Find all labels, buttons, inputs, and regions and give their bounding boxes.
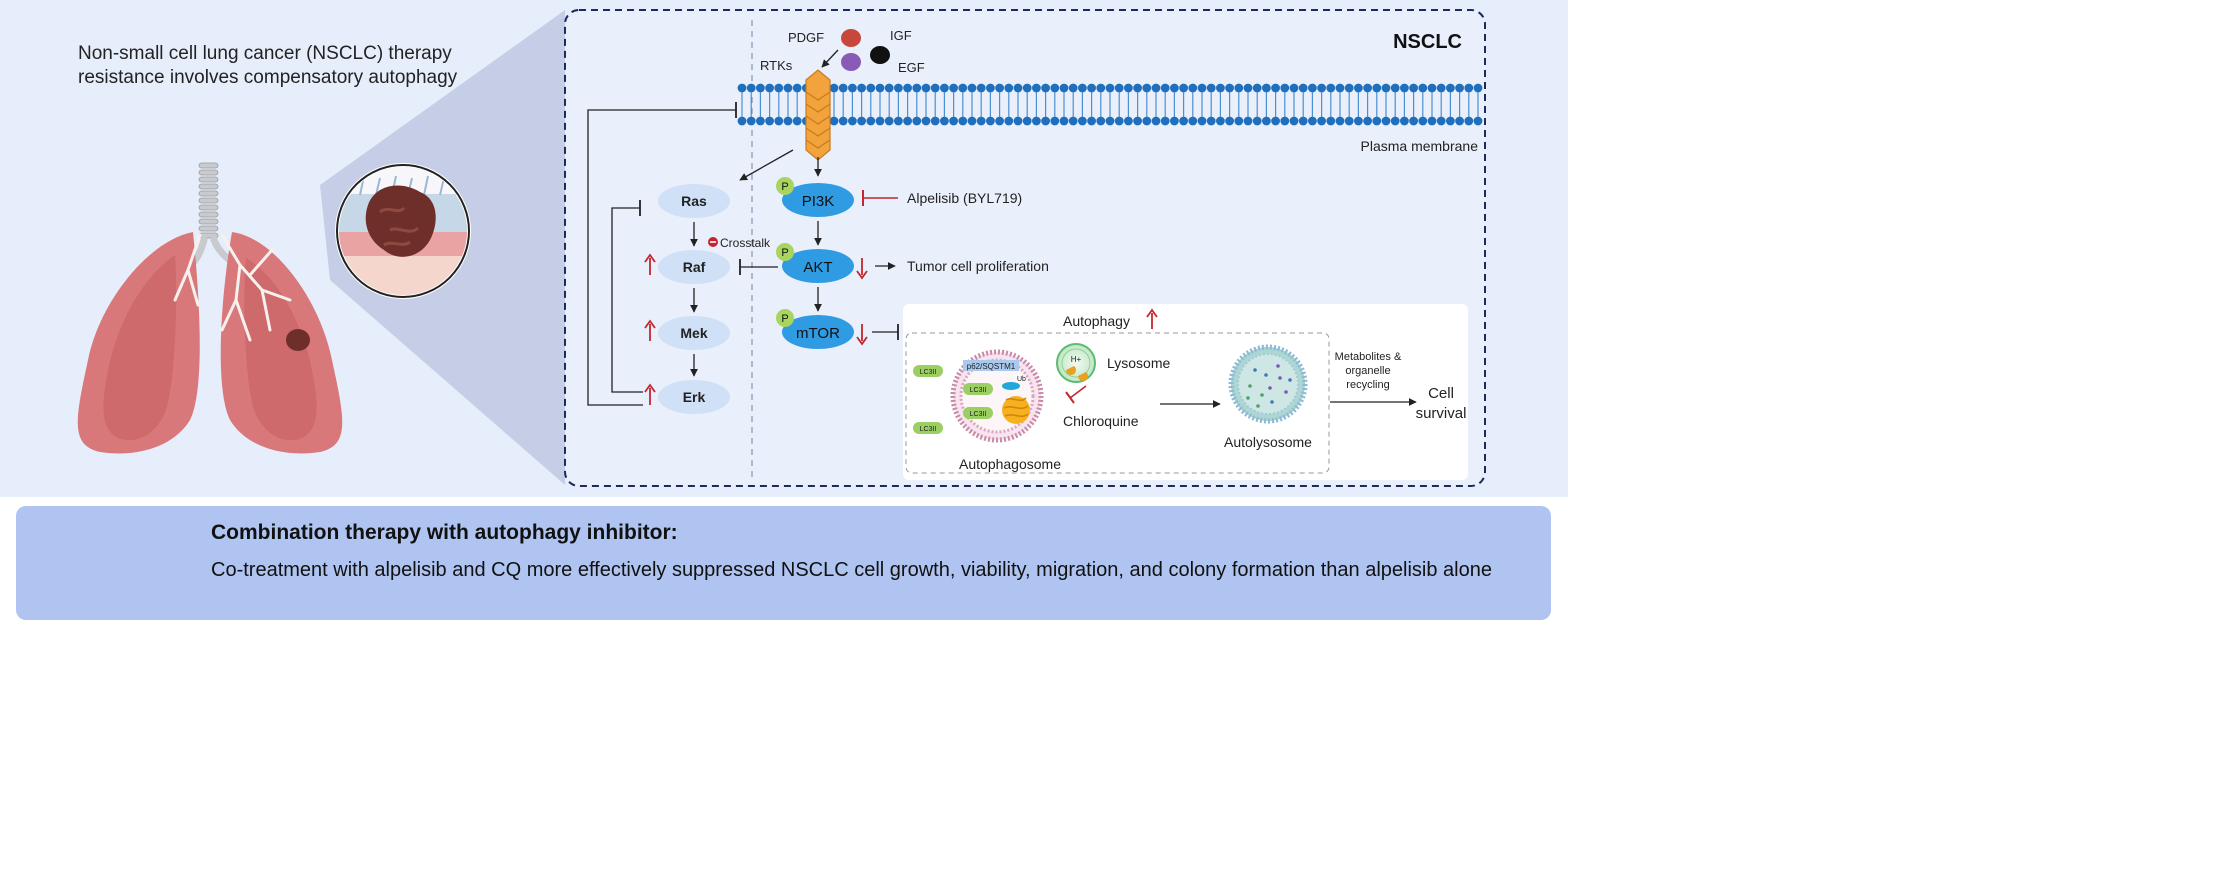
mek-up-arrow [644,319,656,341]
akt-phospho: P [776,243,794,261]
pi3k-phospho: P [776,177,794,195]
svg-text:LC3II: LC3II [970,411,987,418]
igf-label: IGF [890,28,912,43]
ras-node: Ras [658,184,730,218]
svg-text:LC3II: LC3II [970,387,987,394]
pi3k-node: PI3K [782,183,854,217]
svg-text:LC3II: LC3II [920,369,937,376]
svg-text:Ras: Ras [681,193,707,209]
erk-node: Erk [658,380,730,414]
svg-text:H+: H+ [1071,355,1082,364]
lc3-outer-1: LC3II [913,365,943,377]
tumor-spot [286,329,310,351]
egf-label: EGF [898,60,925,75]
raf-up-arrow [644,253,656,275]
bottom-text: Co-treatment with alpelisib and CQ more … [211,559,1492,581]
recycling-line-1: Metabolites & [1335,351,1402,363]
ub-label: Ub [1017,376,1026,383]
autolysosome-label: Autolysosome [1224,434,1312,450]
lc3-inner-1: LC3II [963,383,993,395]
chloroquine-label: Chloroquine [1063,413,1139,429]
erk-to-membrane-feedback [587,109,736,406]
intro-text: Non-small cell lung cancer (NSCLC) thera… [78,43,458,88]
igf-ligand [870,46,890,64]
figure: NSCLC Plasma membrane RTKs PDGF IGF EGF … [0,0,1568,620]
rtks-label: RTKs [760,58,793,73]
autolysosome [1228,344,1308,424]
mtor-node: mTOR [782,315,854,349]
lc3-inner-2: LC3II [963,407,993,419]
bottom-panel [16,506,1551,620]
pdgf-ligand [841,29,861,47]
svg-text:Mek: Mek [680,325,707,341]
autophagy-title: Autophagy [1063,313,1130,329]
erk-up-arrow [644,383,656,405]
plasma-membrane-label: Plasma membrane [1361,138,1479,154]
lysosome-label: Lysosome [1107,355,1171,371]
svg-text:mTOR: mTOR [796,325,840,342]
bottom-title: Combination therapy with autophagy inhib… [211,521,678,544]
zoom-circle [335,163,471,299]
crosstalk-label: Crosstalk [720,236,771,250]
svg-text:Erk: Erk [683,389,706,405]
lc3-outer-2: LC3II [913,422,943,434]
lungs-illustration [77,232,343,454]
svg-text:P: P [781,181,788,193]
recycling-line-3: recycling [1346,379,1389,391]
raf-node: Raf [658,250,730,284]
erk-to-ras-feedback [611,207,643,393]
svg-text:p62/SQSTM1: p62/SQSTM1 [967,362,1016,371]
svg-text:P: P [781,313,788,325]
mtor-down-arrow [856,324,868,346]
mtor-phospho: P [776,309,794,327]
svg-text:LC3II: LC3II [920,426,937,433]
survival-line-1: Cell [1428,385,1454,402]
egf-ligand [841,53,861,71]
lysosome: H+ [1056,343,1096,383]
survival-line-2: survival [1416,405,1467,422]
p62-label-box: p62/SQSTM1 [963,360,1019,371]
pdgf-label: PDGF [788,30,824,45]
alpelisib-label: Alpelisib (BYL719) [907,190,1022,206]
rtk-receptor [805,69,831,161]
svg-text:Raf: Raf [683,259,706,275]
chloroquine-inhibition [1069,385,1087,399]
svg-text:P: P [781,247,788,259]
autophagy-up-arrow [1146,308,1158,329]
diagram-canvas: NSCLC Plasma membrane RTKs PDGF IGF EGF … [0,0,1568,609]
tumor-proliferation-label: Tumor cell proliferation [907,258,1049,274]
recycling-line-2: organelle [1345,365,1390,377]
autophagy-panel [903,304,1468,480]
svg-text:AKT: AKT [803,259,832,276]
panel-title: NSCLC [1393,31,1462,53]
autophagosome-label: Autophagosome [959,456,1061,472]
akt-node: AKT [782,249,854,283]
akt-down-arrow [856,258,868,280]
svg-text:PI3K: PI3K [802,193,835,210]
mek-node: Mek [658,316,730,350]
